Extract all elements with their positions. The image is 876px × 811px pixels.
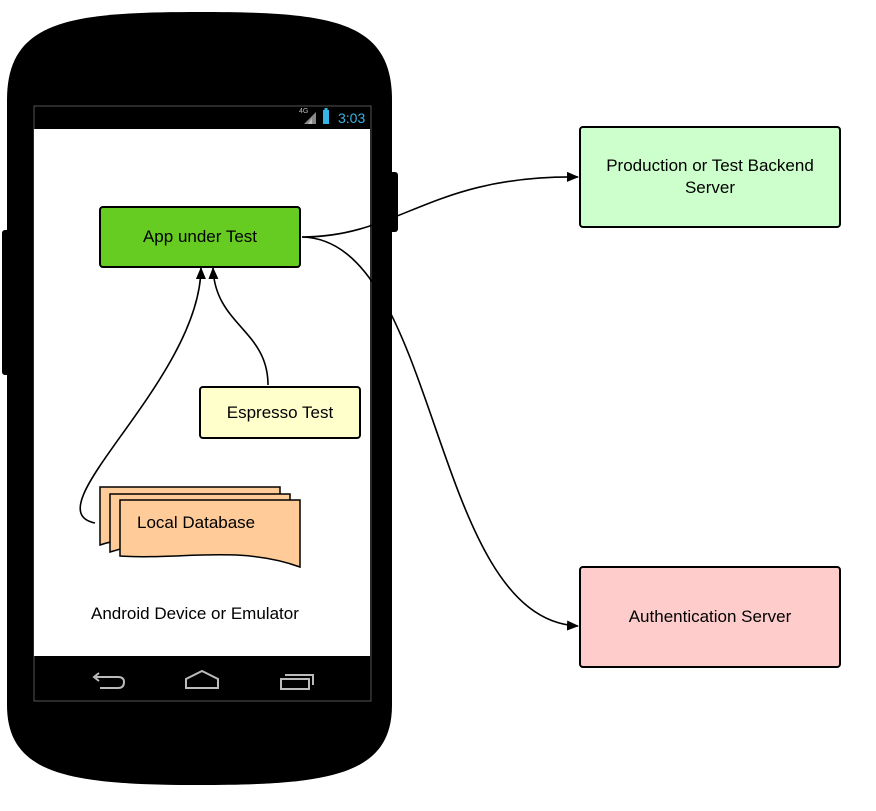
network-type-label: 4G <box>299 108 309 115</box>
edge-espresso-to-app <box>208 267 269 386</box>
app-under-test-node: App under Test <box>99 206 301 268</box>
back-icon[interactable] <box>92 672 126 689</box>
status-clock: 3:03 <box>338 110 366 126</box>
espresso-test-node: Espresso Test <box>199 386 361 439</box>
edge-app-to-backend <box>301 171 579 238</box>
signal-icon <box>304 112 316 124</box>
authentication-server-node: Authentication Server <box>579 566 841 668</box>
edge-database-to-app <box>79 267 206 524</box>
device-caption: Android Device or Emulator <box>91 604 299 623</box>
battery-icon <box>323 108 329 124</box>
home-icon[interactable] <box>185 669 219 689</box>
espresso-test-label: Espresso Test <box>226 402 334 422</box>
local-database-label: Local Database <box>137 513 256 532</box>
edge-app-to-auth <box>301 236 579 631</box>
recent-apps-icon[interactable] <box>280 674 314 690</box>
app-under-test-label: App under Test <box>142 227 258 246</box>
backend-server-label: Production or Test Backend Server <box>606 156 814 197</box>
backend-server-node: Production or Test Backend Server <box>579 126 841 228</box>
authentication-server-label: Authentication Server <box>628 607 792 626</box>
